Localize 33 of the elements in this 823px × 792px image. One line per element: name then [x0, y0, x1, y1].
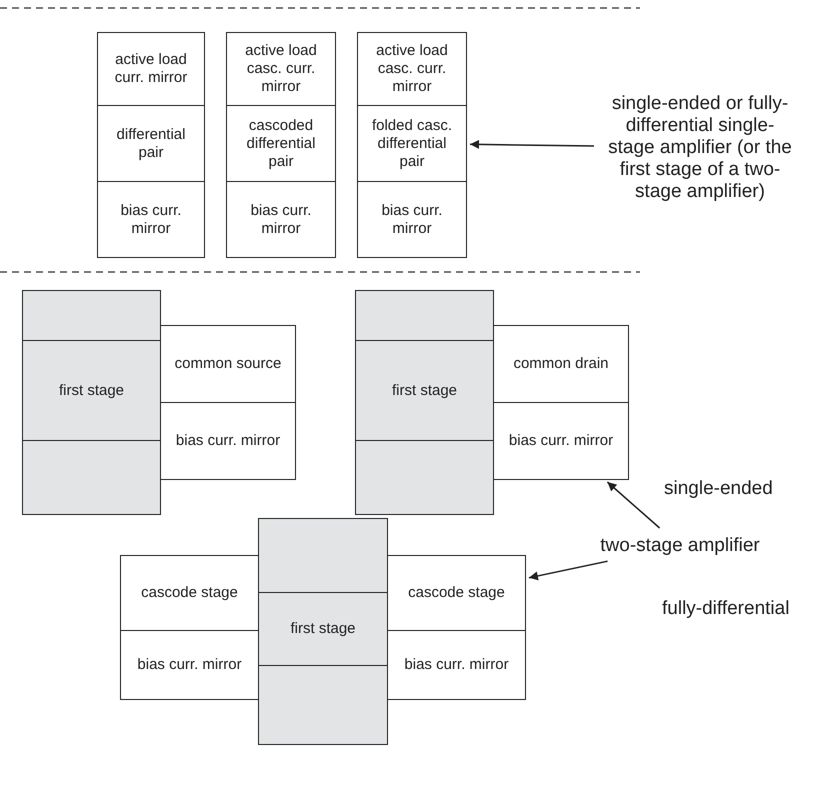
shaded-block — [355, 440, 494, 515]
circuit-block: bias curr. mirror — [357, 181, 467, 258]
circuit-block: common drain — [493, 325, 629, 403]
shaded-block: first stage — [22, 340, 161, 441]
circuit-block: bias curr. mirror — [226, 181, 336, 258]
arrow — [470, 140, 594, 149]
edge-label: fully-differential — [660, 598, 792, 620]
circuit-block: active load casc. curr. mirror — [357, 32, 467, 106]
circuit-block: differential pair — [97, 105, 205, 182]
shaded-block — [22, 290, 161, 341]
arrow — [528, 560, 608, 580]
circuit-block: bias curr. mirror — [97, 181, 205, 258]
edge-label: single-ended — [662, 478, 775, 500]
shaded-block — [22, 440, 161, 515]
circuit-block: folded casc. differential pair — [357, 105, 467, 182]
arrow — [606, 481, 660, 529]
annotation-text: two-stage amplifier — [570, 532, 790, 560]
circuit-block: active load curr. mirror — [97, 32, 205, 106]
circuit-block: bias curr. mirror — [160, 402, 296, 480]
shaded-block — [258, 665, 388, 745]
shaded-block — [258, 518, 388, 593]
circuit-block: bias curr. mirror — [493, 402, 629, 480]
circuit-block: common source — [160, 325, 296, 403]
shaded-block: first stage — [355, 340, 494, 441]
circuit-block: active load casc. curr. mirror — [226, 32, 336, 106]
shaded-block: first stage — [258, 592, 388, 666]
annotation-text: single-ended or fully-differential single-stage amplifier (or the first stage of a two-stage amplifier) — [600, 85, 800, 210]
circuit-block: bias curr. mirror — [120, 630, 259, 700]
circuit-block: cascode stage — [387, 555, 526, 631]
circuit-block: cascode stage — [120, 555, 259, 631]
shaded-block — [355, 290, 494, 341]
circuit-block: cascoded differential pair — [226, 105, 336, 182]
circuit-block: bias curr. mirror — [387, 630, 526, 700]
